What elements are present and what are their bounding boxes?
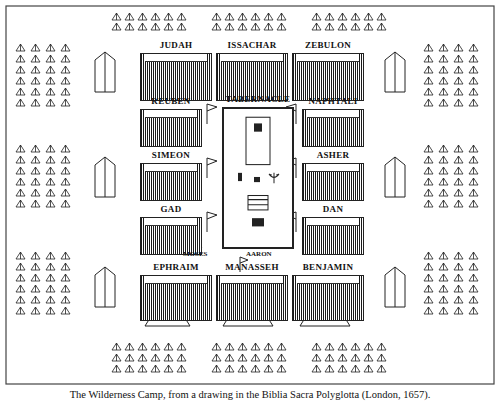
tribe-name: DAN <box>302 204 364 215</box>
tent-block <box>302 109 364 147</box>
pavilion-roof <box>145 218 197 226</box>
tribe-camp: BENJAMIN <box>292 262 364 321</box>
pavilion-roof <box>307 110 359 118</box>
tribe-camp: MANASSEH <box>216 262 288 321</box>
person-label: AARON <box>246 250 272 258</box>
tent-block <box>292 53 364 101</box>
tribe-name: ISSACHAR <box>216 40 288 51</box>
pavilion-roof <box>297 54 359 62</box>
tribe-name: SIMEON <box>140 150 202 161</box>
pavilion-roof <box>145 54 207 62</box>
tent-block <box>216 275 288 321</box>
frame <box>6 6 494 384</box>
tabernacle-enclosure <box>222 107 294 249</box>
tribe-name: ASHER <box>302 150 364 161</box>
tent-block <box>140 275 212 321</box>
tribe-camp: EPHRAIM <box>140 262 212 321</box>
pavilion-roof <box>297 276 359 284</box>
tribe-camp: SIMEON <box>140 150 202 201</box>
tribe-name: REUBEN <box>140 96 202 107</box>
pavilion-roof <box>221 276 283 284</box>
tent-block <box>140 53 212 101</box>
pavilion-roof <box>145 276 207 284</box>
tent-block <box>140 217 202 255</box>
tribe-camp: GAD <box>140 204 202 255</box>
pavilion-roof <box>221 54 283 62</box>
tent-block <box>302 217 364 255</box>
tribe-name: JUDAH <box>140 40 212 51</box>
tribe-camp: JUDAH <box>140 40 212 101</box>
tabernacle-court: TABERNACLE <box>222 94 294 249</box>
tent-clusters <box>16 13 478 372</box>
pavilions <box>95 52 405 326</box>
tribe-camp: NAPHTALI <box>302 96 364 147</box>
pavilion-roof <box>145 164 197 172</box>
tent-block <box>140 109 202 147</box>
tabernacle-furniture <box>224 109 292 247</box>
tent-block <box>302 163 364 201</box>
tribe-name: TABERNACLE <box>222 94 294 105</box>
tribe-camp: ZEBULON <box>292 40 364 101</box>
pavilion-roof <box>307 218 359 226</box>
pavilion-roof <box>145 110 197 118</box>
tent-block <box>140 163 202 201</box>
tribe-camp: ISSACHAR <box>216 40 288 101</box>
tribe-camp: ASHER <box>302 150 364 201</box>
tribe-name: GAD <box>140 204 202 215</box>
tent-block <box>216 53 288 101</box>
tent-block <box>292 275 364 321</box>
tribe-camp: REUBEN <box>140 96 202 147</box>
tribe-camp: DAN <box>302 204 364 255</box>
person-label: MOSES <box>183 250 208 258</box>
tribe-name: MANASSEH <box>216 262 288 273</box>
tribe-name: NAPHTALI <box>302 96 364 107</box>
pavilion-roof <box>307 164 359 172</box>
flags <box>207 104 296 272</box>
figure-caption: The Wilderness Camp, from a drawing in t… <box>0 389 500 401</box>
tribe-name: EPHRAIM <box>140 262 212 273</box>
tribe-name: ZEBULON <box>292 40 364 51</box>
tribe-name: BENJAMIN <box>292 262 364 273</box>
